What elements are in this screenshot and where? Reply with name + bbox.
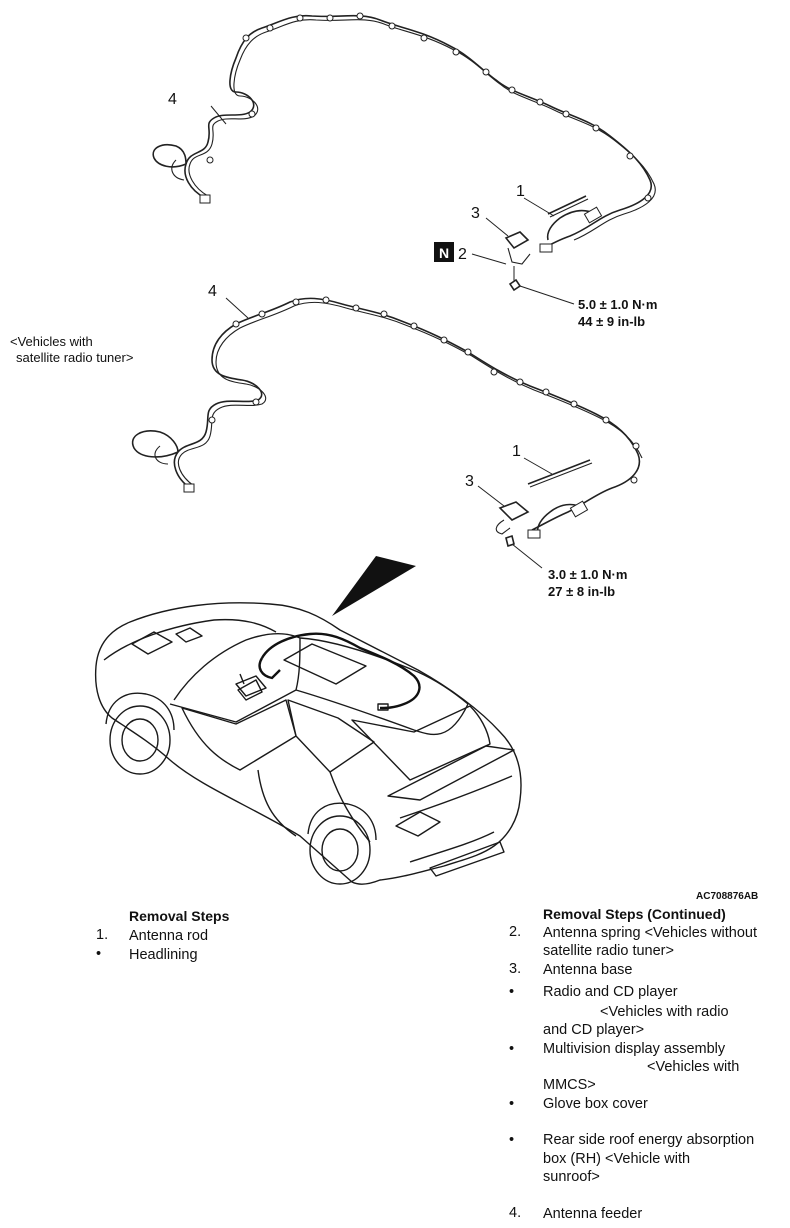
callout-3-upper: 3: [471, 205, 480, 222]
removal-steps-right: Removal Steps (Continued) 2. Antenna spr…: [509, 906, 784, 1228]
step-text: Antenna spring <Vehicles without: [543, 925, 758, 941]
step-marker: •: [509, 1041, 515, 1057]
n-badge: [434, 242, 454, 262]
left-step-row: 1. Antenna rod: [96, 927, 356, 947]
step-marker: •: [509, 1132, 515, 1148]
callout-3-lower: 3: [465, 473, 474, 490]
torque-lower-metric: 3.0 ± 1.0 N·m: [548, 567, 627, 582]
step-text: Headlining: [129, 947, 198, 963]
n-badge-label: N: [439, 245, 449, 261]
lower-antenna-feeder-harness: [131, 296, 643, 548]
callout-4-upper: 4: [168, 91, 177, 108]
step-text: <Vehicles with: [647, 1059, 740, 1075]
variant-note-line1: <Vehicles with: [10, 334, 93, 349]
upper-antenna-feeder-harness: [152, 12, 656, 292]
step-text: <Vehicles with radio: [600, 1004, 729, 1020]
vehicle-illustration: [94, 602, 522, 885]
step-text: Antenna feeder: [543, 1206, 643, 1222]
step-text: Rear side roof energy absorption: [543, 1132, 755, 1148]
step-marker: •: [96, 946, 102, 962]
step-text: box (RH) <Vehicle with: [543, 1151, 691, 1167]
removal-steps-heading: Removal Steps: [129, 908, 230, 924]
step-marker: 2.: [509, 924, 522, 940]
callout-2-upper: 2: [458, 246, 467, 263]
callout-1-lower: 1: [512, 443, 521, 460]
figure-code: AC708876AB: [696, 891, 758, 900]
step-text: and CD player>: [543, 1022, 645, 1038]
step-marker: •: [509, 984, 515, 1000]
torque-lower-imperial: 27 ± 8 in-lb: [548, 584, 615, 599]
torque-upper-metric: 5.0 ± 1.0 N·m: [578, 297, 657, 312]
step-marker: •: [509, 1096, 515, 1112]
step-marker: 4.: [509, 1205, 522, 1221]
step-text: Antenna base: [543, 962, 633, 978]
step-marker: 1.: [96, 927, 109, 943]
step-text: Antenna rod: [129, 928, 209, 944]
step-text: Glove box cover: [543, 1096, 648, 1112]
step-text: satellite radio tuner>: [543, 943, 674, 959]
step-marker: 3.: [509, 961, 522, 977]
location-pointer-arrow: [332, 556, 416, 616]
torque-upper-imperial: 44 ± 9 in-lb: [578, 314, 645, 329]
step-text: Multivision display assembly: [543, 1041, 726, 1057]
step-text: Radio and CD player: [543, 984, 678, 1000]
callout-4-lower: 4: [208, 283, 217, 300]
step-text: sunroof>: [543, 1169, 600, 1185]
removal-steps-continued-heading: Removal Steps (Continued): [543, 906, 726, 922]
antenna-exploded-diagram: 4 1 3 N 2 5.0 ± 1.0 N·m 44 ± 9 in-lb <Ve…: [10, 12, 758, 900]
step-text: MMCS>: [543, 1077, 596, 1093]
variant-note-line2: satellite radio tuner>: [16, 350, 133, 365]
left-step-row: • Headlining: [96, 946, 356, 966]
callout-1-upper: 1: [516, 183, 525, 200]
